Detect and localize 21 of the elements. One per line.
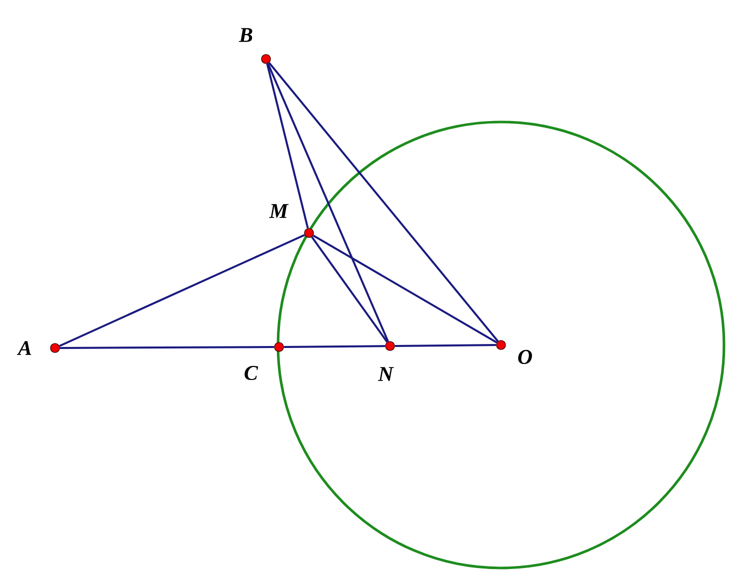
point-dot bbox=[385, 341, 395, 351]
line-segment bbox=[311, 236, 388, 343]
point-dot bbox=[496, 340, 506, 350]
line-segment bbox=[60, 346, 274, 349]
line-segment bbox=[266, 64, 309, 228]
line-segment bbox=[268, 62, 499, 342]
line-segment bbox=[267, 63, 389, 342]
line-segment bbox=[59, 234, 305, 347]
point-label: M bbox=[269, 204, 289, 218]
point-label: A bbox=[16, 341, 32, 355]
point-label: C bbox=[244, 366, 258, 380]
point-dot bbox=[261, 54, 271, 64]
line-segment bbox=[284, 345, 386, 348]
point-label: N bbox=[378, 367, 394, 381]
line-segment bbox=[394, 344, 496, 347]
point-dot bbox=[274, 342, 284, 352]
point-dot bbox=[50, 343, 60, 353]
point-label: O bbox=[518, 350, 532, 364]
point-label: B bbox=[238, 28, 252, 42]
line-segment bbox=[312, 234, 498, 344]
point-dot bbox=[304, 228, 314, 238]
